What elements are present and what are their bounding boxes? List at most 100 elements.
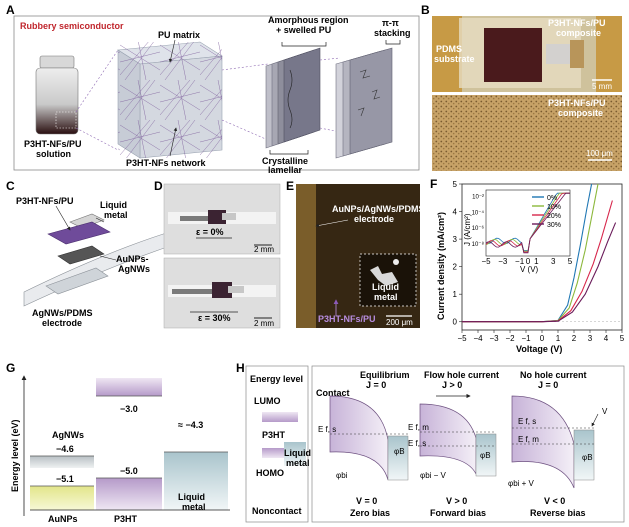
g-agnws-label: AgNWs [52,430,84,440]
h-fw-phibi-minus: φbi − V [420,471,447,480]
panel-letter-e: E [286,179,294,193]
pu-matrix-label: PU matrix [158,30,200,40]
rubbery-semiconductor-title: Rubbery semiconductor [20,21,124,31]
b-pdms-line1: PDMS [436,44,462,54]
panel-letter-g: G [6,361,15,375]
h-lm-line2: metal [286,458,310,468]
h-fw-bias: Forward bias [430,508,486,518]
lamellar-label: lamellar [268,165,303,175]
h-eq-phib: φB [394,447,405,456]
g-liquid-metal-level [164,452,228,510]
f-series-line [462,222,617,323]
d-scale-1: 2 mm [254,245,274,254]
f-xlabel: Voltage (V) [516,344,562,354]
f-xtick-label: −2 [505,334,515,343]
g-value-homo: −5.0 [120,466,138,476]
f-xtick-label: 0 [540,334,545,343]
h-rv-phibi-plus: φbi + V [508,479,535,488]
e-p3ht-label: P3HT-NFs/PU [318,314,376,324]
h-fw-ef-m: E f, m [408,423,429,432]
stacking-label: stacking [374,28,411,38]
h-eq-v: V = 0 [356,496,377,506]
panel-letter-b: B [421,3,430,17]
e-electrode-line2: electrode [354,214,394,224]
h-rv-ef-s: E f, s [518,417,536,426]
h-rv-title: No hole current [520,370,587,380]
f-xtick-label: 1 [556,334,561,343]
h-rv-bias: Reverse bias [530,508,586,518]
g-p3ht-lumo [96,378,162,396]
h-reverse-diagram: No hole current J = 0 E f, s E f, m V φB… [508,370,608,518]
panel-letter-f: F [430,177,437,191]
h-fw-phib: φB [480,451,491,460]
network-label: P3HT-NFs network [126,158,207,168]
panel-letter-d: D [154,179,163,193]
f-legend-label: 0% [547,195,557,202]
f-inset-xtick-label: 5 [568,257,573,266]
h-fw-ef-s: E f, s [408,439,426,448]
d-strain-0: ε = 0% [196,227,224,237]
f-inset-series-line [485,192,570,254]
f-xtick-label: −1 [521,334,531,343]
c-agnws-line2: electrode [42,318,82,328]
lamellar-stack-front [265,47,321,149]
h-fw-v: V > 0 [446,496,467,506]
g-value-aunps: −5.1 [56,474,74,484]
g-aunps-label: AuNPs [48,514,78,524]
f-xtick-label: −3 [489,334,499,343]
c-aunps-line2: AgNWs [118,264,150,274]
h-homo: HOMO [256,468,284,478]
b-scale-bottom: 100 μm [586,149,613,158]
solution-label-line2: solution [36,149,71,159]
e-electrode-line1: AuNPs/AgNWs/PDMS [332,204,425,214]
f-inset-series-group [485,192,570,254]
f-inset-area [485,189,571,257]
e-liquid-line1: Liquid [372,282,399,292]
photo-composite [432,16,622,92]
f-inset-xtick-label: 3 [551,257,556,266]
device-stack [23,213,177,307]
h-rv-v-label: V < 0 [544,496,565,506]
g-p3ht-label: P3HT [114,514,138,524]
h-lm-line1: Liquid [284,448,311,458]
b-composite-line2: composite [556,28,601,38]
h-fw-j: J > 0 [442,380,462,390]
g-p3ht-homo [96,478,162,510]
f-xtick-label: 5 [620,334,625,343]
pu-matrix-cube [117,41,223,159]
f-xtick-label: −4 [473,334,483,343]
h-rv-phib: φB [582,453,593,462]
h-lumo: LUMO [254,396,281,406]
panel-d: D ε = 0% 2 mm ε = 30% 2 mm [154,179,281,329]
c-p3ht-label: P3HT-NFs/PU [16,196,74,206]
f-inset-xtick-label: −1 [515,257,525,266]
h-fw-title: Flow hole current [424,370,499,380]
lamellar-stack-zoom [335,47,393,159]
g-lm-line2: metal [182,502,206,512]
b-composite-line1: P3HT-NFs/PU [548,18,606,28]
panel-g: G Energy level (eV) AgNWs −4.6 −5.1 −3.0… [6,361,230,524]
g-lm-line1: Liquid [178,492,205,502]
f-inset-xtick-label: 0 [526,257,531,266]
f-ytick-label: 3 [453,235,458,244]
h-rv-j: J = 0 [538,380,558,390]
panel-e: E AuNPs/AgNWs/PDMS electrode Liquid meta… [286,179,425,328]
b-scale-top: 5 mm [592,82,612,91]
h-rv-ef-m: E f, m [518,435,539,444]
f-xtick-label: 4 [604,334,609,343]
solution-vial [35,55,79,135]
f-xtick-label: 2 [572,334,577,343]
solution-label-line1: P3HT-NFs/PU [24,139,82,149]
panel-b: B P3HT-NFs/PU composite PDMS substrate 5… [421,3,622,171]
f-series-group [462,183,617,323]
g-agnws-level [30,456,94,468]
e-scale: 200 μm [386,318,413,327]
h-energy-level: Energy level [250,374,303,384]
f-ytick-label: 1 [453,290,458,299]
h-noncontact: Noncontact [252,506,302,516]
panel-h: H Energy level LUMO P3HT HOMO Liquid met… [236,361,625,523]
c-liquid-line1: Liquid [100,200,127,210]
